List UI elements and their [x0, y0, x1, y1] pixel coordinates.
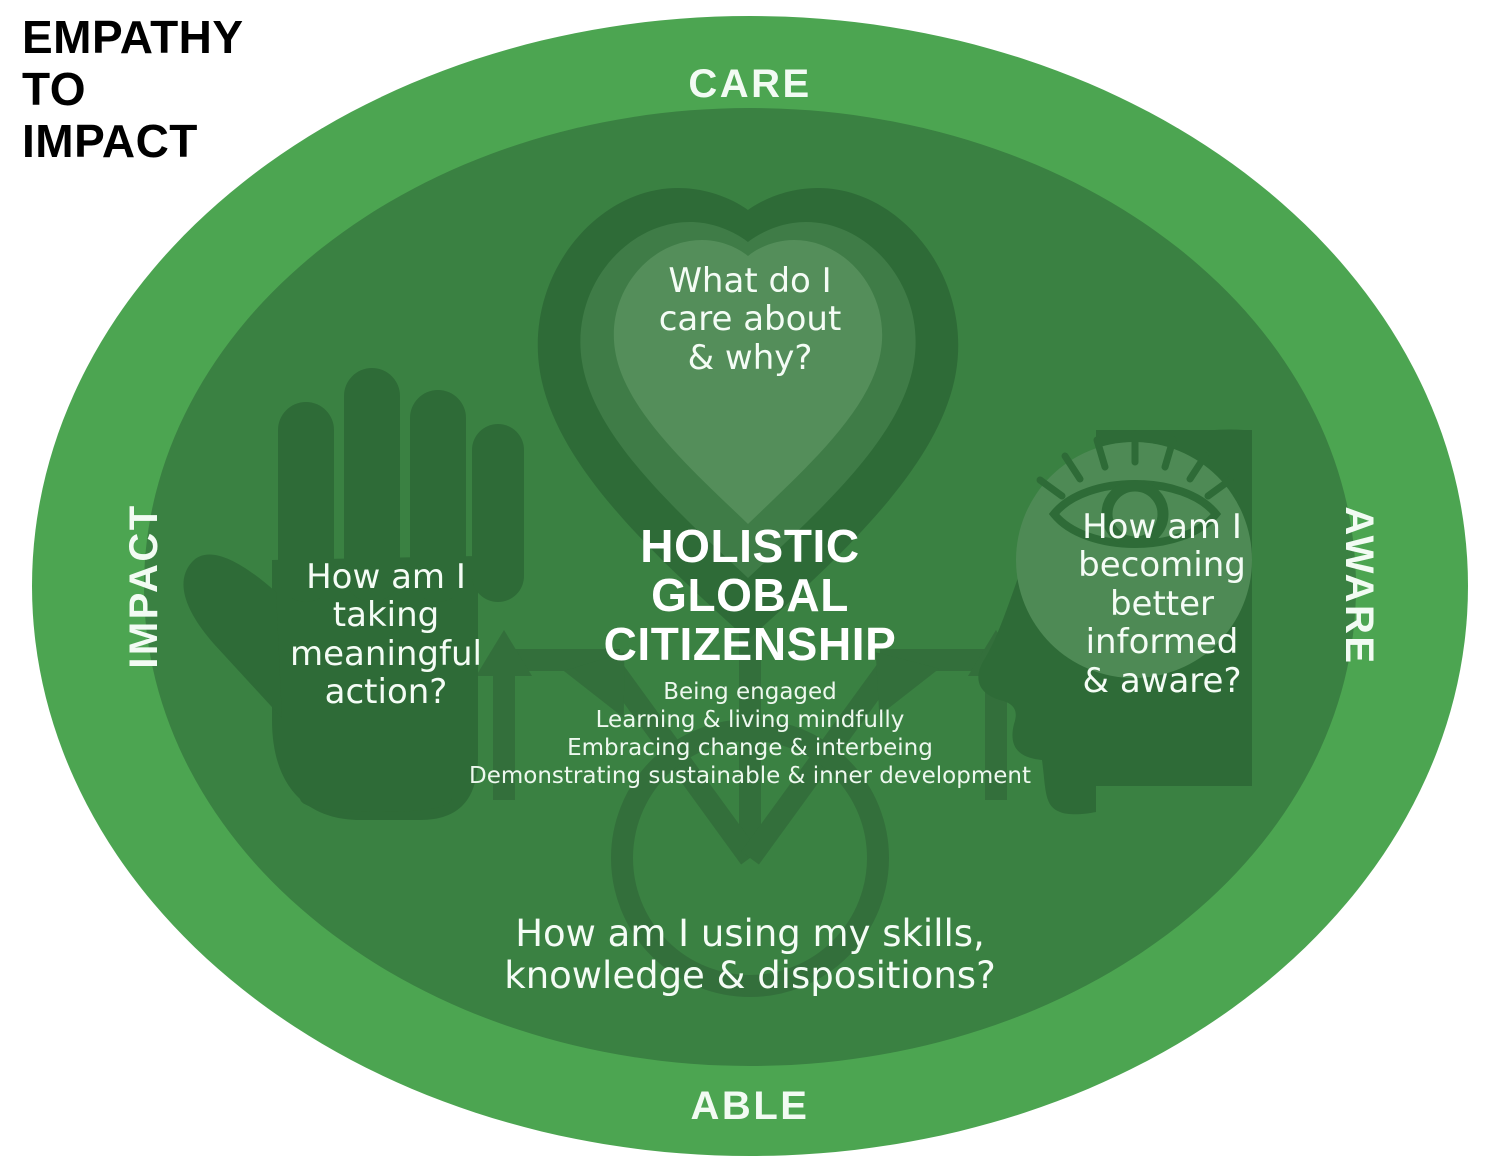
care-question-line-1: What do I — [668, 261, 832, 301]
ring-label-care: CARE — [688, 62, 812, 106]
center-subtitle: Being engaged Learning & living mindfull… — [450, 678, 1050, 790]
aware-question-line-5: & aware? — [1082, 660, 1242, 701]
able-question-line-2: knowledge & dispositions? — [504, 953, 996, 997]
aware-question-line-4: informed — [1085, 622, 1239, 663]
center-concept-block: HOLISTIC GLOBAL CITIZENSHIP Being engage… — [450, 520, 1050, 790]
care-question-line-2: care about — [658, 299, 842, 340]
page-title-line-1: EMPATHY — [22, 11, 244, 63]
center-heading-line-2: GLOBAL — [651, 569, 849, 622]
aware-question: How am I becoming better informed & awar… — [1032, 508, 1292, 700]
aware-question-line-1: How am I — [1082, 507, 1242, 547]
care-question: What do I care about & why? — [600, 261, 900, 378]
center-heading-line-1: HOLISTIC — [640, 520, 860, 572]
able-question: How am I using my skills, knowledge & di… — [450, 913, 1050, 997]
page-title: EMPATHY TO IMPACT — [22, 11, 244, 168]
ring-label-able: ABLE — [690, 1084, 810, 1128]
page-title-line-3: IMPACT — [22, 114, 198, 167]
center-subtitle-line-1: Being engaged — [663, 678, 837, 705]
ring-label-aware: AWARE — [1336, 505, 1381, 666]
center-heading-line-3: CITIZENSHIP — [603, 618, 897, 671]
center-subtitle-line-4: Demonstrating sustainable & inner develo… — [469, 762, 1031, 789]
page-title-line-2: TO — [22, 62, 87, 115]
able-question-line-1: How am I using my skills, — [515, 912, 985, 955]
care-question-line-3: & why? — [687, 337, 813, 378]
center-subtitle-line-3: Embracing change & interbeing — [567, 734, 933, 761]
center-heading: HOLISTIC GLOBAL CITIZENSHIP — [450, 520, 1050, 671]
aware-question-line-2: becoming — [1078, 545, 1246, 586]
aware-question-line-3: better — [1109, 583, 1215, 624]
center-subtitle-line-2: Learning & living mindfully — [595, 706, 905, 733]
ring-label-impact: IMPACT — [122, 502, 167, 669]
